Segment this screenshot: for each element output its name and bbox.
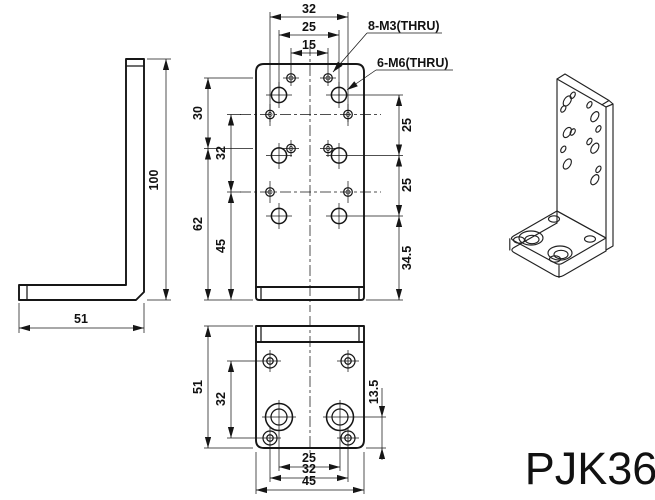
bottom-view: 51 32 13.5 25 32 45 xyxy=(191,316,386,494)
dim-bottom-left-32: 32 xyxy=(214,392,228,406)
dim-left-62: 62 xyxy=(191,217,205,231)
bottom-plate-outline xyxy=(255,325,365,449)
iso-plate-holes xyxy=(560,91,602,186)
side-dim-height: 100 xyxy=(147,58,171,301)
dim-left-45: 45 xyxy=(214,239,228,253)
dim-right-25a: 25 xyxy=(400,118,414,132)
front-m6-holes xyxy=(270,86,348,225)
dim-top-15: 15 xyxy=(302,38,316,52)
bottom-bottom-dims: 25 32 45 xyxy=(255,434,365,494)
dim-top-32: 32 xyxy=(302,2,316,16)
bottom-right-dim: 13.5 xyxy=(357,380,386,460)
dim-bottom-45: 45 xyxy=(302,474,316,488)
dim-left-30: 30 xyxy=(191,106,205,120)
dim-100: 100 xyxy=(147,170,161,191)
dim-bottom-25: 25 xyxy=(302,451,316,465)
front-hole-centermarks xyxy=(266,77,352,229)
dim-51: 51 xyxy=(74,312,88,326)
iso-view xyxy=(509,73,614,279)
bottom-small-holes xyxy=(259,350,359,449)
dim-13-5: 13.5 xyxy=(367,380,381,404)
front-m3-holes xyxy=(265,73,353,197)
m3-callout-label: 8-M3(THRU) xyxy=(368,19,440,33)
front-plate-outline xyxy=(255,63,365,301)
bottom-large-holes xyxy=(262,400,357,434)
callout-m3: 8-M3(THRU) xyxy=(332,19,442,73)
front-left-dims: 30 62 32 45 xyxy=(191,77,253,301)
bottom-left-dims: 51 32 xyxy=(191,325,259,449)
side-dim-depth: 51 xyxy=(18,303,145,333)
callout-m6: 6-M6(THRU) xyxy=(346,56,453,91)
dim-top-25: 25 xyxy=(302,20,316,34)
front-view: 32 25 15 30 62 32 45 xyxy=(191,2,453,312)
side-profile xyxy=(18,58,145,301)
dim-right-25b: 25 xyxy=(400,178,414,192)
dim-bottom-51: 51 xyxy=(191,380,205,394)
dim-bottom-32: 32 xyxy=(302,462,316,476)
front-top-dims: 32 25 15 xyxy=(270,2,348,57)
iso-base-holes xyxy=(512,215,597,263)
part-number: PJK36 xyxy=(525,443,655,494)
front-right-dims: 25 25 34.5 xyxy=(352,94,414,301)
dim-left-32: 32 xyxy=(214,146,228,160)
dim-right-34-5: 34.5 xyxy=(400,246,414,270)
side-view: 100 51 xyxy=(18,58,171,333)
m6-callout-label: 6-M6(THRU) xyxy=(377,56,449,70)
